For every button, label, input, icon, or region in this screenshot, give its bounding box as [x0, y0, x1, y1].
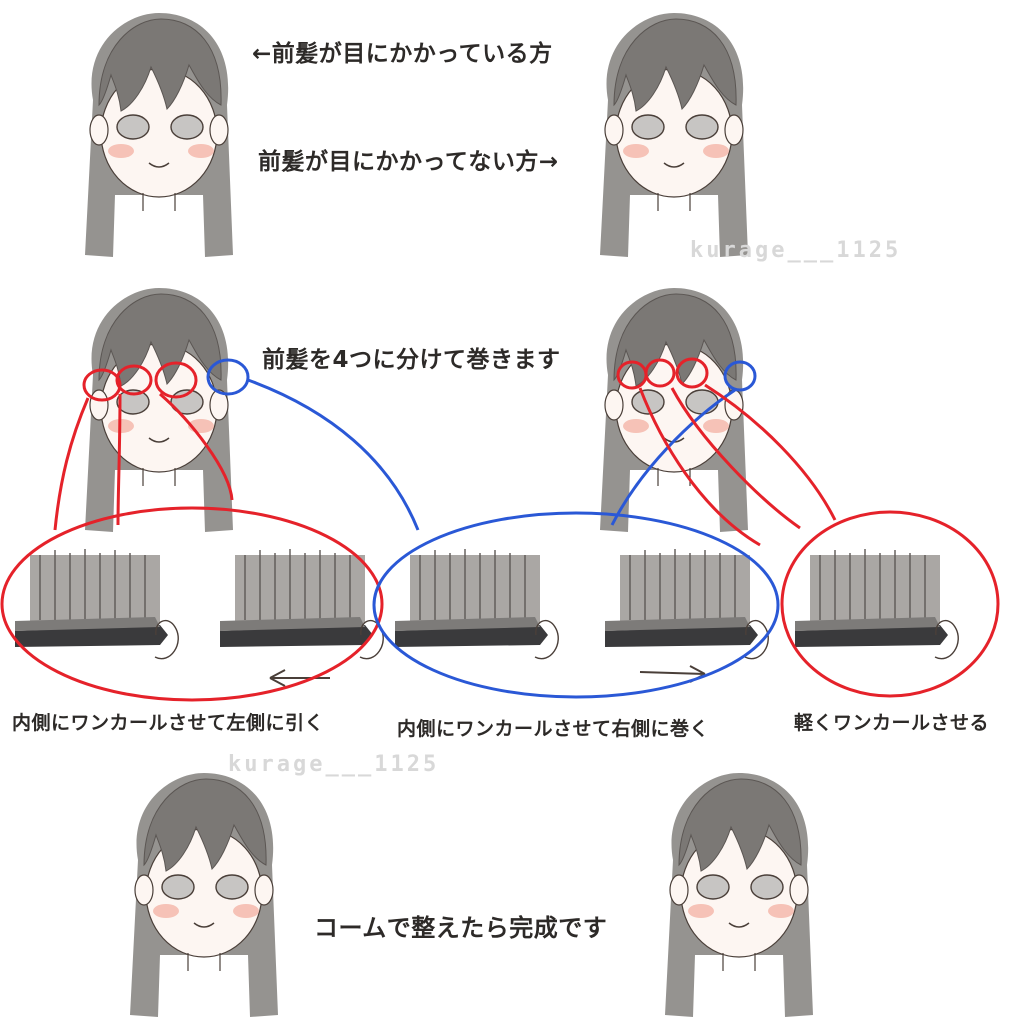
label-divide-four: 前髪を4つに分けて巻きます [262, 347, 561, 373]
curler-panel-2 [219, 548, 384, 660]
label-light-curl: 軽くワンカールさせる [794, 712, 990, 734]
girl-bangs-not-over-eyes [599, 12, 749, 258]
label-curl-pull-left: 内側にワンカールさせて左側に引く [12, 712, 325, 734]
girl-bangs-over-eyes [84, 12, 234, 258]
section-circles-left [82, 358, 250, 402]
section-circles-right [616, 357, 757, 392]
curler-panel-3 [394, 548, 559, 660]
curler-panel-1 [14, 548, 179, 660]
label-finish: コームで整えたら完成です [314, 914, 608, 942]
left-arrow [269, 669, 330, 687]
curler-panel-5 [794, 548, 959, 660]
curler-panel-4 [604, 548, 769, 660]
girl-sections-right [599, 287, 749, 533]
girl-finished-left [129, 772, 279, 1018]
watermark-top: kurage___1125 [690, 238, 902, 263]
group-ellipse-red-left [0, 506, 384, 702]
watermark-middle: kurage___1125 [228, 752, 440, 777]
girl-sections-left [84, 287, 234, 533]
connector-lines [53, 378, 837, 547]
label-bangs-over-eyes: ←前髪が目にかかっている方 [252, 41, 553, 67]
group-ellipse-blue [372, 511, 780, 699]
label-curl-roll-right: 内側にワンカールさせて右側に巻く [397, 718, 710, 740]
girl-finished-right [664, 772, 814, 1018]
group-ellipse-red-right [780, 510, 1000, 698]
label-bangs-not-over-eyes: 前髪が目にかかってない方→ [258, 149, 559, 175]
